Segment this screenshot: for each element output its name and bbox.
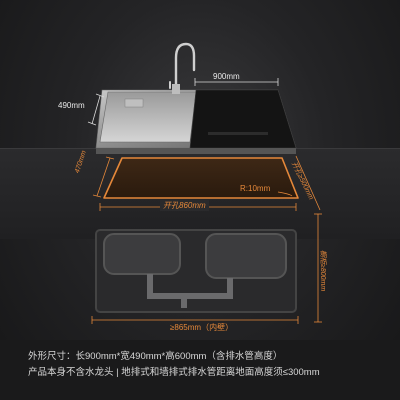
spec-note-text: 产品本身不含水龙头 | 地排式和墙排式排水管距离地面高度须≤300mm — [28, 367, 320, 378]
width-dimension — [194, 78, 279, 86]
overflow-plate — [124, 98, 144, 108]
cabinet-outline — [95, 229, 297, 313]
cabinet-height-label: 橱柜≥800mm — [319, 250, 326, 292]
cutout-width-label: 开孔860mm — [160, 200, 209, 211]
inner-width-label: ≥865mm（内壁） — [170, 323, 234, 332]
depth-dimension — [87, 93, 105, 126]
control-strip — [208, 132, 268, 135]
cutout-depth-dimension — [295, 155, 321, 211]
spec-dimensions-text: 外形尺寸：长900mm*宽490mm*高600mm（含排水管高度） — [28, 351, 283, 362]
cutout — [103, 157, 299, 199]
faucet — [169, 42, 196, 94]
induction-cooktop — [189, 89, 297, 149]
sink-unit — [95, 89, 297, 154]
cutout-side-dimension — [92, 156, 115, 198]
basin — [99, 91, 197, 143]
spec-footer: 外形尺寸：长900mm*宽490mm*高600mm（含排水管高度） 产品本身不含… — [0, 340, 400, 400]
radius-label: R:10mm — [240, 184, 271, 193]
depth-label: 490mm — [58, 101, 85, 110]
cabinet-height-dimension — [314, 213, 322, 323]
width-label: 900mm — [213, 72, 240, 81]
inner-width-dimension — [91, 316, 299, 324]
